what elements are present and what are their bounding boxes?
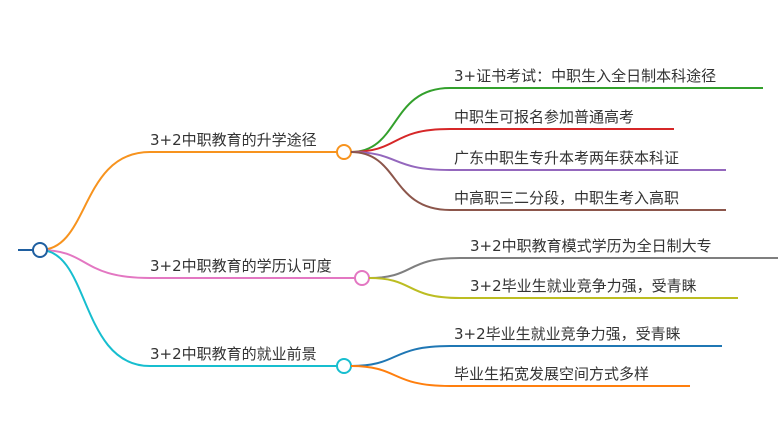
leaf-1-4-connector	[350, 151, 726, 211]
branch-1-label: 3+2中职教育的升学途径	[150, 131, 317, 149]
branch-1-node[interactable]	[336, 144, 352, 160]
leaf-1-2-label: 中职生可报名参加普通高考	[454, 108, 634, 126]
branch-2-connector	[39, 249, 362, 279]
leaf-2-1-connector	[368, 257, 778, 279]
branch-1-connector	[39, 151, 344, 251]
branch-3-label: 3+2中职教育的就业前景	[150, 345, 317, 363]
leaf-3-2-label: 毕业生拓宽发展空间方式多样	[454, 365, 649, 383]
leaf-1-3-connector	[350, 151, 726, 171]
root-node[interactable]	[32, 242, 48, 258]
leaf-1-2-connector	[350, 128, 674, 153]
branch-3-connector	[39, 249, 344, 367]
leaf-2-2-connector	[368, 277, 738, 299]
leaf-1-3-label: 广东中职生专升本考两年获本科证	[454, 149, 679, 167]
leaf-3-2-connector	[350, 365, 690, 387]
leaf-2-1-label: 3+2中职教育模式学历为全日制大专	[470, 237, 712, 255]
branch-2-node[interactable]	[354, 270, 370, 286]
leaf-3-1-label: 3+2毕业生就业竞争力强，受青睐	[454, 325, 681, 343]
leaf-1-1-connector	[350, 87, 763, 153]
leaf-3-1-connector	[350, 345, 722, 367]
leaf-2-2-label: 3+2毕业生就业竞争力强，受青睐	[470, 277, 697, 295]
leaf-1-4-label: 中高职三二分段，中职生考入高职	[454, 189, 679, 207]
branch-2-label: 3+2中职教育的学历认可度	[150, 257, 332, 275]
branch-3-node[interactable]	[336, 358, 352, 374]
leaf-1-1-label: 3+证书考试：中职生入全日制本科途径	[454, 67, 716, 85]
